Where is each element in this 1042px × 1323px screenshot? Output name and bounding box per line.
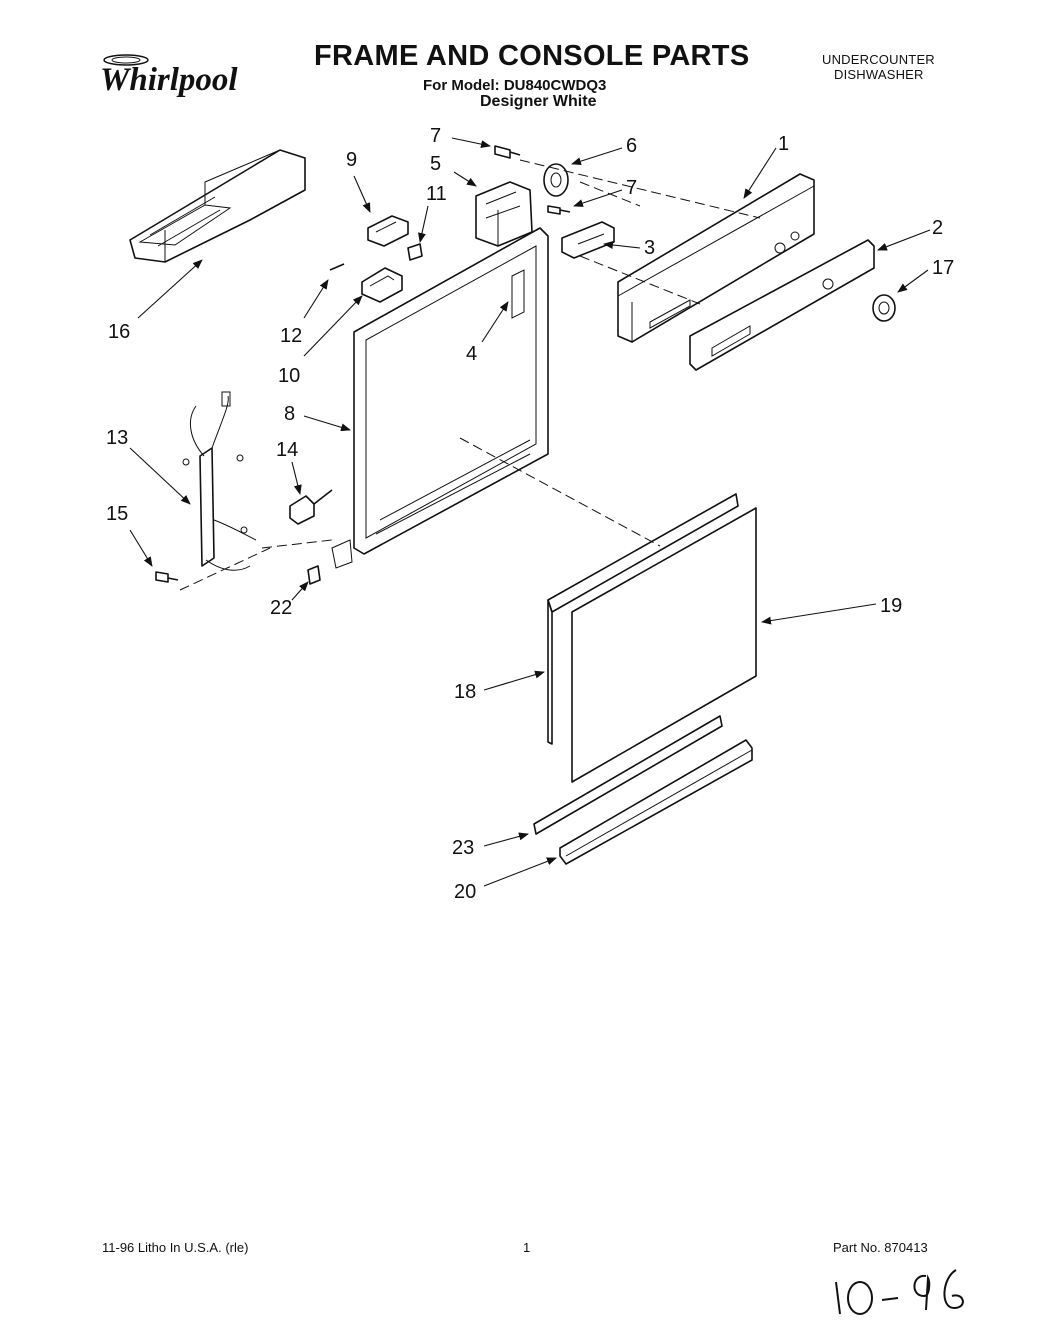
appliance-type-line-2: DISHWASHER xyxy=(834,67,924,82)
callout-16: 16 xyxy=(108,321,130,343)
svg-text:Whirlpool: Whirlpool xyxy=(100,62,238,98)
part-3-bracket xyxy=(561,221,615,259)
callout-14: 14 xyxy=(276,439,298,461)
whirlpool-logo: Whirlpool xyxy=(100,54,238,98)
model-number: For Model: DU840CWDQ3 xyxy=(423,77,607,94)
callout-19: 19 xyxy=(880,595,902,617)
callout-8: 8 xyxy=(284,403,295,425)
callout-13: 13 xyxy=(106,427,128,449)
part-14-connector xyxy=(289,489,333,525)
footer-part-number: Part No. 870413 xyxy=(833,1240,928,1255)
part-10-latch-housing xyxy=(361,267,403,303)
callout-11: 11 xyxy=(426,183,447,205)
part-17-knob xyxy=(872,294,896,322)
part-7-screw-lower xyxy=(547,205,571,215)
callout-18: 18 xyxy=(454,681,476,703)
callout-6: 6 xyxy=(626,135,637,157)
callout-23: 23 xyxy=(452,837,474,859)
callout-12: 12 xyxy=(280,325,302,347)
assembly-lines xyxy=(179,159,761,591)
handwritten-date xyxy=(835,1269,964,1315)
part-20-trim-strip xyxy=(559,739,753,865)
callout-4: 4 xyxy=(466,343,477,365)
part-18-door-panel-back xyxy=(547,493,739,745)
callout-3: 3 xyxy=(644,237,655,259)
callout-7-upper: 7 xyxy=(430,125,441,147)
callout-5: 5 xyxy=(430,153,441,175)
part-1-console xyxy=(617,173,815,343)
part-6-dial xyxy=(543,163,569,197)
part-2-control-panel xyxy=(689,239,875,371)
callout-20: 20 xyxy=(454,881,476,903)
callout-22: 22 xyxy=(270,597,292,619)
part-11-spring xyxy=(407,243,423,261)
finish-label: Designer White xyxy=(480,93,597,110)
leader-lines xyxy=(129,137,931,887)
part-22-clip xyxy=(307,565,321,585)
part-12-pin xyxy=(329,263,345,271)
callout-15: 15 xyxy=(106,503,128,525)
callout-labels: 7 6 5 9 11 7 1 2 17 3 12 16 4 10 8 13 14… xyxy=(106,125,954,903)
part-23-trim-strip xyxy=(533,715,723,835)
appliance-type-line-1: UNDERCOUNTER xyxy=(822,52,935,67)
page-title: FRAME AND CONSOLE PARTS xyxy=(314,40,750,72)
callout-1: 1 xyxy=(778,133,789,155)
callout-17: 17 xyxy=(932,257,954,279)
part-8-door-frame xyxy=(331,227,549,569)
callout-7-lower: 7 xyxy=(626,177,637,199)
callout-10: 10 xyxy=(278,365,300,387)
part-16-bracket xyxy=(129,149,306,263)
part-19-door-panel-front xyxy=(571,507,757,783)
footer-page-number: 1 xyxy=(523,1240,531,1255)
callout-2: 2 xyxy=(932,217,943,239)
footer-print-info: 11-96 Litho In U.S.A. (rle) xyxy=(102,1240,249,1255)
callout-9: 9 xyxy=(346,149,357,171)
part-9-latch xyxy=(367,215,409,247)
part-7-screw-upper xyxy=(494,145,521,159)
part-15-screw xyxy=(155,571,179,583)
part-13-wiring-harness xyxy=(182,391,257,571)
